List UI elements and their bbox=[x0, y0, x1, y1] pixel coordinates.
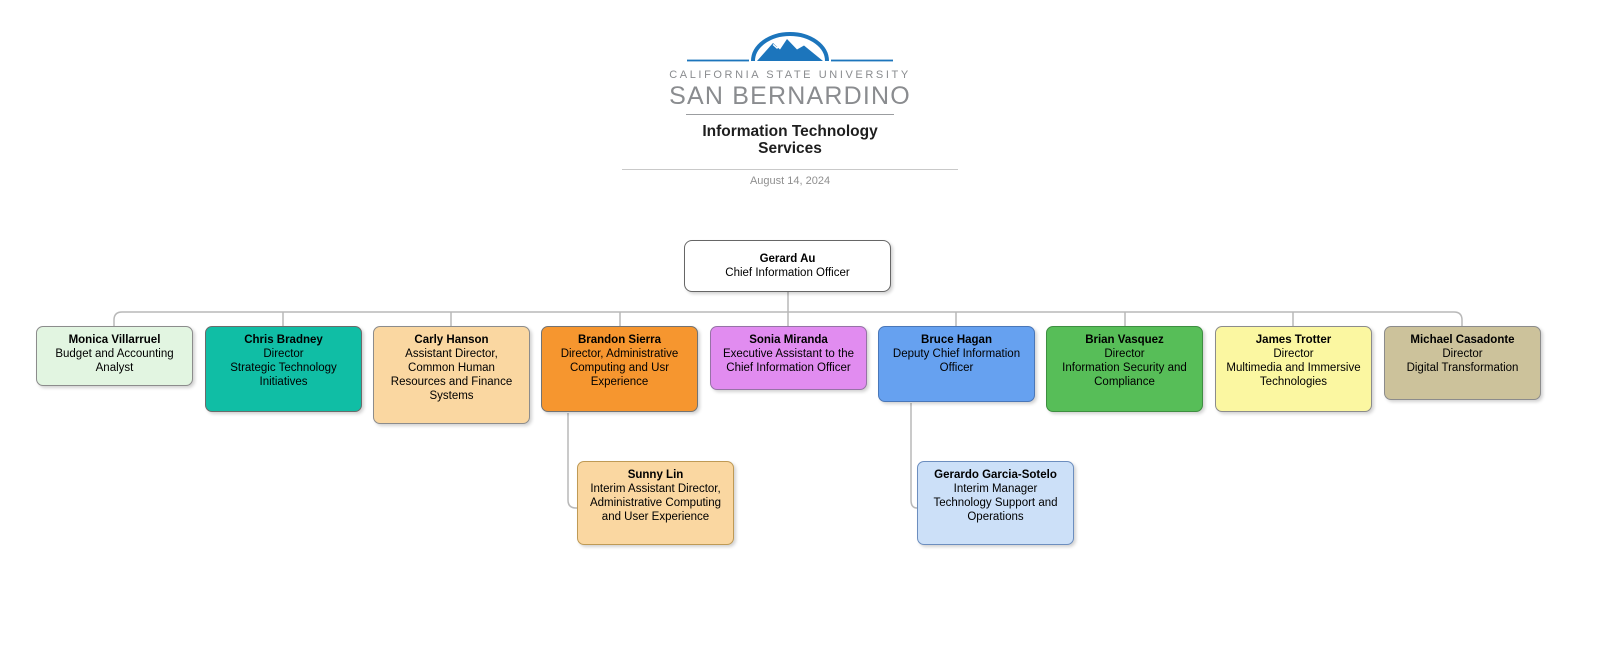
person-title: Budget and Accounting Analyst bbox=[55, 348, 174, 374]
person-name: Sonia Miranda bbox=[749, 334, 828, 346]
page-title: Information Technology Services bbox=[702, 123, 878, 157]
university-name-line1: CALIFORNIA STATE UNIVERSITY bbox=[669, 69, 911, 81]
person-name: Sunny Lin bbox=[627, 469, 684, 481]
person-name: Michael Casadonte bbox=[1410, 334, 1515, 346]
org-node-brian-vasquez: Brian Vasquez Director Information Secur… bbox=[1046, 326, 1203, 412]
date-divider bbox=[622, 169, 958, 170]
person-title: Director Strategic Technology Initiative… bbox=[230, 348, 337, 388]
university-name-line2: SAN BERNARDINO bbox=[669, 82, 911, 110]
org-node-carly-hanson: Carly Hanson Assistant Director, Common … bbox=[373, 326, 530, 424]
person-title: Executive Assistant to the Chief Informa… bbox=[722, 348, 855, 374]
org-node-brandon-sierra: Brandon Sierra Director, Administrative … bbox=[541, 326, 698, 412]
org-node-bruce-hagan: Bruce Hagan Deputy Chief Information Off… bbox=[878, 326, 1035, 402]
person-name: Brandon Sierra bbox=[577, 334, 662, 346]
person-title: Director Information Security and Compli… bbox=[1062, 348, 1187, 388]
org-node-chris-bradney: Chris Bradney Director Strategic Technol… bbox=[205, 326, 362, 412]
person-title: Director, Administrative Computing and U… bbox=[560, 348, 679, 388]
person-name: James Trotter bbox=[1255, 334, 1332, 346]
person-title: Director Digital Transformation bbox=[1406, 348, 1519, 374]
org-node-sunny-lin: Sunny Lin Interim Assistant Director, Ad… bbox=[577, 461, 734, 545]
org-node-gerardo-garcia-sotelo: Gerardo Garcia-Sotelo Interim Manager Te… bbox=[917, 461, 1074, 545]
chart-date: August 14, 2024 bbox=[749, 175, 831, 187]
person-name: Carly Hanson bbox=[414, 334, 489, 346]
csusb-mountain-logo-icon bbox=[687, 32, 893, 62]
person-name: Gerard Au bbox=[759, 253, 816, 265]
header: CALIFORNIA STATE UNIVERSITY SAN BERNARDI… bbox=[590, 30, 990, 187]
person-name: Gerardo Garcia-Sotelo bbox=[934, 469, 1057, 481]
person-title: Interim Assistant Director, Administrati… bbox=[589, 483, 722, 523]
wordmark-divider bbox=[686, 114, 894, 115]
person-title: Interim Manager Technology Support and O… bbox=[933, 483, 1058, 523]
org-node-monica-villarruel: Monica Villarruel Budget and Accounting … bbox=[36, 326, 193, 386]
org-node-gerard-au: Gerard Au Chief Information Officer bbox=[684, 240, 891, 292]
person-name: Monica Villarruel bbox=[68, 334, 161, 346]
person-name: Bruce Hagan bbox=[921, 334, 992, 346]
person-title: Chief Information Officer bbox=[725, 267, 850, 279]
person-name: Chris Bradney bbox=[244, 334, 323, 346]
person-name: Brian Vasquez bbox=[1085, 334, 1164, 346]
org-node-sonia-miranda: Sonia Miranda Executive Assistant to the… bbox=[710, 326, 867, 390]
person-title: Director Multimedia and Immersive Techno… bbox=[1226, 348, 1361, 388]
person-title: Deputy Chief Information Officer bbox=[892, 348, 1021, 374]
org-node-james-trotter: James Trotter Director Multimedia and Im… bbox=[1215, 326, 1372, 412]
person-title: Assistant Director, Common Human Resourc… bbox=[390, 348, 513, 402]
org-node-michael-casadonte: Michael Casadonte Director Digital Trans… bbox=[1384, 326, 1541, 400]
